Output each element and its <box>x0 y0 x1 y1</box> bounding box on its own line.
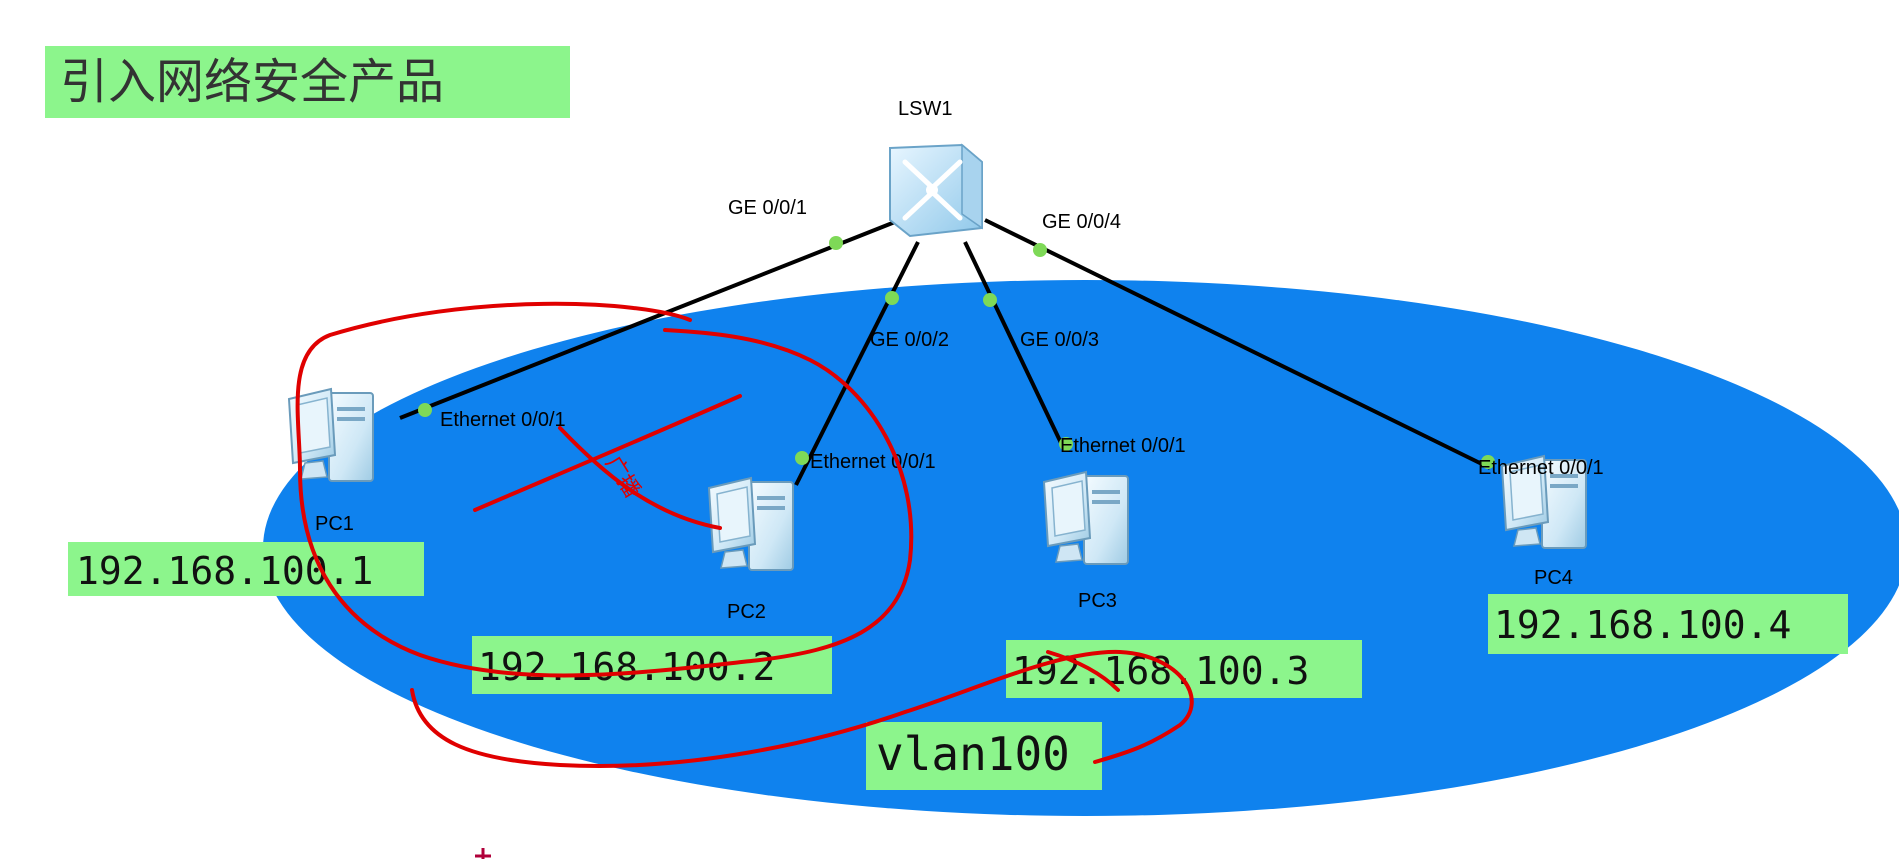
pc4-name: PC4 <box>1534 567 1573 589</box>
port-label-ge003: GE 0/0/3 <box>1020 329 1099 351</box>
pc1-name: PC1 <box>315 513 354 535</box>
page-title: 引入网络安全产品 <box>60 54 444 110</box>
ip-label-pc4: 192.168.100.4 <box>1488 594 1848 654</box>
port-label-ge002: GE 0/0/2 <box>870 329 949 351</box>
link-pc1 <box>399 218 901 420</box>
pc4-ip: 192.168.100.4 <box>1494 603 1791 647</box>
annotation-stroke-c <box>1046 650 1120 692</box>
link-pc2 <box>794 241 920 486</box>
ip-label-pc3: 192.168.100.3 <box>1006 640 1362 698</box>
pc3-port-label: Ethernet 0/0/1 <box>1060 435 1186 457</box>
cursor-crosshair-icon <box>475 848 491 859</box>
port-dots <box>418 236 1495 469</box>
annotation-stroke-b <box>558 426 722 530</box>
pc2-ip: 192.168.100.2 <box>478 645 775 689</box>
annotation-circle-pc1-pc2 <box>295 301 914 678</box>
links <box>399 218 1491 486</box>
port-label-ge001: GE 0/0/1 <box>728 197 807 219</box>
link-pc3 <box>963 241 1064 446</box>
ip-label-pc2: 192.168.100.2 <box>472 636 832 694</box>
pc3-name: PC3 <box>1078 590 1117 612</box>
pc2-name: PC2 <box>727 601 766 623</box>
pc1-port-label: Ethernet 0/0/1 <box>440 409 566 431</box>
pc4-port-label: Ethernet 0/0/1 <box>1478 457 1604 479</box>
annotation-loop-bottom <box>410 649 1194 769</box>
vlan-label: vlan100 <box>866 722 1102 790</box>
pc2[interactable]: PC2 <box>708 477 794 623</box>
title-label: 引入网络安全产品 <box>45 46 570 118</box>
link-pc4 <box>984 218 1491 470</box>
ip-label-pc1: 192.168.100.1 <box>68 542 424 596</box>
switch-name: LSW1 <box>898 98 952 120</box>
pc3[interactable]: PC3 <box>1043 471 1129 612</box>
switch-icon <box>889 143 983 238</box>
pc2-port-label: Ethernet 0/0/1 <box>810 451 936 473</box>
pc4[interactable]: PC4 <box>1501 455 1587 589</box>
port-label-ge004: GE 0/0/4 <box>1042 211 1121 233</box>
switch-lsw1[interactable]: LSW1 <box>889 98 983 238</box>
vlan-name: vlan100 <box>876 727 1070 781</box>
pc1[interactable]: PC1 <box>288 388 374 535</box>
